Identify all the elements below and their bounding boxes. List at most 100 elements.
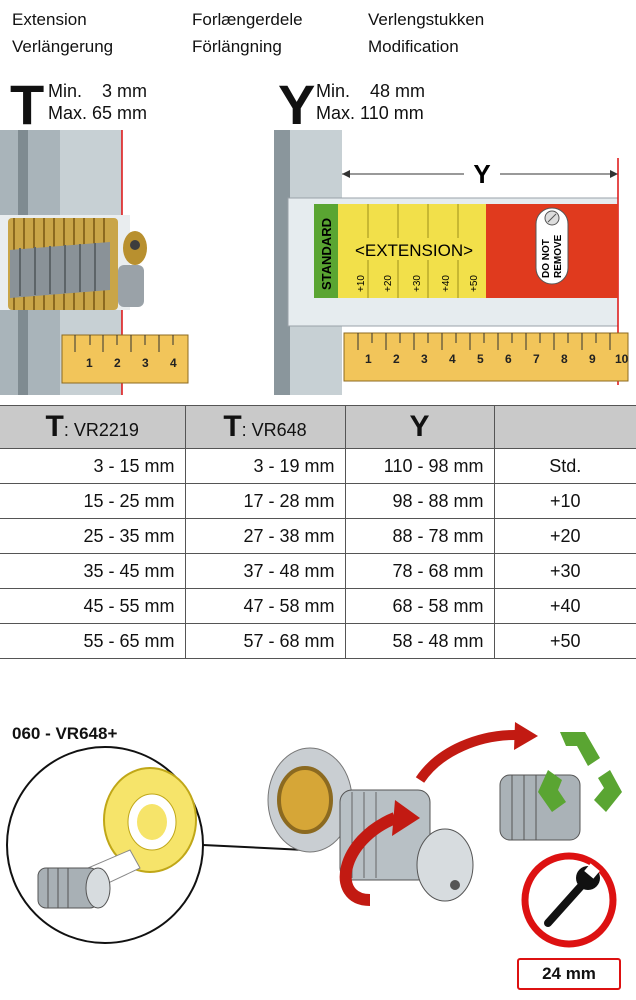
header-vr2219-letter: T <box>45 410 64 443</box>
cell-y: 68 - 58 mm <box>344 588 495 624</box>
header-extension-de: Verlängerung <box>12 37 114 56</box>
header-y-letter: Y <box>409 410 430 443</box>
cell-extension: +40 <box>493 588 636 624</box>
header-y: Y <box>344 405 495 449</box>
cell-y: 58 - 48 mm <box>344 623 495 659</box>
cell-t-vr2219: 3 - 15 mm <box>0 448 186 484</box>
t-min-value: 3 mm <box>102 81 148 101</box>
removed-extension <box>499 774 581 841</box>
cell-extension: +50 <box>493 623 636 659</box>
table-row: 55 - 65 mm 57 - 68 mm 58 - 48 mm +50 <box>0 623 636 659</box>
ext-mark-10: +10 <box>356 275 367 292</box>
right-ruler-num-3: 3 <box>421 352 428 366</box>
y-min-label: Min. <box>316 81 351 101</box>
table-row: 3 - 15 mm 3 - 19 mm 110 - 98 mm Std. <box>0 448 636 484</box>
standard-label: STANDARD <box>319 218 334 290</box>
y-min-max: Min. 48 mm Max. 110 mm <box>316 80 425 124</box>
left-ruler-num-4: 4 <box>170 356 177 370</box>
cell-y: 78 - 68 mm <box>344 553 495 589</box>
do-not-label: DO NOT <box>541 239 552 278</box>
table-header-row: T: VR2219 T: VR648 Y <box>0 405 636 449</box>
header-extension-sv: Förlängning <box>192 37 282 56</box>
cell-t-vr648: 17 - 28 mm <box>184 483 346 519</box>
right-ruler-num-10: 10 <box>615 352 629 366</box>
y-max-label: Max. <box>316 103 356 123</box>
ext-mark-20: +20 <box>383 275 394 292</box>
assembly-illustration <box>6 722 622 948</box>
right-ruler-num-1: 1 <box>365 352 372 366</box>
left-ruler-num-1: 1 <box>86 356 93 370</box>
main-cylinder <box>267 747 474 902</box>
y-dimension-label: Y <box>473 159 490 189</box>
cell-extension: Std. <box>493 448 636 484</box>
ext-mark-50: +50 <box>469 275 480 292</box>
cell-extension: +20 <box>493 518 636 554</box>
header-extension-fr: Modification <box>368 37 459 56</box>
cell-extension: +10 <box>493 483 636 519</box>
ext-mark-40: +40 <box>441 275 452 292</box>
part-number: 060 - VR648+ <box>12 724 118 743</box>
cell-t-vr648: 3 - 19 mm <box>184 448 346 484</box>
header-vr2219: T: VR2219 <box>0 405 186 449</box>
right-ruler-num-4: 4 <box>449 352 456 366</box>
header-extension-nl: Verlengstukken <box>368 10 485 29</box>
extension-table: T: VR2219 T: VR648 Y 3 - 15 mm 3 - 19 mm… <box>0 405 636 659</box>
t-min-label: Min. <box>48 81 83 101</box>
header-extension-da: Forlængerdele <box>192 10 303 29</box>
cell-t-vr2219: 15 - 25 mm <box>0 483 186 519</box>
cell-y: 110 - 98 mm <box>344 448 495 484</box>
y-min-value: 48 mm <box>370 81 426 101</box>
cell-t-vr648: 27 - 38 mm <box>184 518 346 554</box>
cell-t-vr648: 47 - 58 mm <box>184 588 346 624</box>
header-vr648: T: VR648 <box>184 405 346 449</box>
left-ruler-num-2: 2 <box>114 356 121 370</box>
left-ruler: 1 2 3 4 <box>61 334 189 384</box>
left-measure-illustration: 1 2 3 4 <box>0 130 189 395</box>
thread-tape-roll <box>103 767 197 873</box>
wrench-size-label: 24 mm <box>517 958 621 990</box>
header-vr2219-text: : VR2219 <box>63 420 139 440</box>
threaded-cylinder <box>8 218 147 310</box>
right-ruler-num-9: 9 <box>589 352 596 366</box>
cell-t-vr648: 37 - 48 mm <box>184 553 346 589</box>
cell-y: 88 - 78 mm <box>344 518 495 554</box>
standard-segment <box>314 204 338 298</box>
table-row: 25 - 35 mm 27 - 38 mm 88 - 78 mm +20 <box>0 518 636 554</box>
y-letter: Y <box>278 73 316 136</box>
recycle-icon <box>538 732 622 812</box>
cell-t-vr2219: 55 - 65 mm <box>0 623 186 659</box>
t-min-max: Min. 3 mm Max. 65 mm <box>48 80 147 124</box>
header-vr648-text: : VR648 <box>241 420 307 440</box>
cell-t-vr2219: 45 - 55 mm <box>0 588 186 624</box>
y-max-value: 110 mm <box>360 103 424 123</box>
remove-arrow <box>415 730 516 783</box>
header-vr648-letter: T <box>223 410 242 443</box>
table-row: 15 - 25 mm 17 - 28 mm 98 - 88 mm +10 <box>0 483 636 519</box>
small-cylinder <box>37 867 111 909</box>
rotate-arrow <box>339 812 398 906</box>
right-ruler-num-7: 7 <box>533 352 540 366</box>
t-max-label: Max. <box>48 103 88 123</box>
do-not-remove-screw <box>535 207 569 285</box>
table-row: 35 - 45 mm 37 - 48 mm 78 - 68 mm +30 <box>0 553 636 589</box>
cell-y: 98 - 88 mm <box>344 483 495 519</box>
t-max-value: 65 mm <box>92 103 148 123</box>
cell-extension: +30 <box>493 553 636 589</box>
right-measure-illustration: Y STANDARD <EXTENSION> +10 +20 +30 +40 +… <box>274 130 629 395</box>
header-extension <box>493 405 636 449</box>
right-ruler-num-8: 8 <box>561 352 568 366</box>
right-ruler-num-5: 5 <box>477 352 484 366</box>
wrench-icon <box>544 863 600 927</box>
right-ruler-num-6: 6 <box>505 352 512 366</box>
right-ruler: 1 2 3 4 5 6 7 8 9 10 <box>343 332 629 382</box>
right-ruler-num-2: 2 <box>393 352 400 366</box>
table-row: 45 - 55 mm 47 - 58 mm 68 - 58 mm +40 <box>0 588 636 624</box>
extension-label: <EXTENSION> <box>355 241 473 260</box>
cell-t-vr2219: 25 - 35 mm <box>0 518 186 554</box>
t-letter: T <box>10 73 45 136</box>
remove-label: REMOVE <box>553 234 564 278</box>
ext-mark-30: +30 <box>412 275 423 292</box>
cell-t-vr2219: 35 - 45 mm <box>0 553 186 589</box>
header-extension-en: Extension <box>12 10 87 29</box>
left-ruler-num-3: 3 <box>142 356 149 370</box>
